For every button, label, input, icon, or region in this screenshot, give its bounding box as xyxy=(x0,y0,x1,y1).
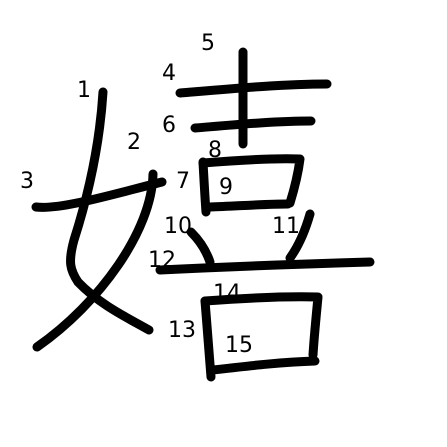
stroke-number-8: 8 xyxy=(208,138,222,163)
stroke-10 xyxy=(186,227,215,267)
stroke-14 xyxy=(200,292,323,360)
stroke-number-12: 12 xyxy=(148,248,176,273)
stroke-4 xyxy=(175,79,332,98)
stroke-number-15: 15 xyxy=(225,333,253,358)
stroke-1 xyxy=(66,87,154,335)
stroke-12 xyxy=(155,257,375,275)
stroke-number-10: 10 xyxy=(164,214,192,239)
stroke-number-3: 3 xyxy=(20,169,34,194)
stroke-number-6: 6 xyxy=(162,113,176,138)
stroke-number-2: 2 xyxy=(127,130,141,155)
stroke-8 xyxy=(198,154,305,208)
stroke-number-1: 1 xyxy=(77,78,91,103)
stroke-number-9: 9 xyxy=(219,175,233,200)
stroke-11 xyxy=(285,209,315,263)
stroke-number-13: 13 xyxy=(168,318,196,343)
stroke-number-14: 14 xyxy=(213,281,241,306)
stroke-numbers: 1 2 3 4 5 6 7 8 9 10 11 12 13 14 15 xyxy=(20,31,300,358)
stroke-number-5: 5 xyxy=(201,31,215,56)
kanji-strokes xyxy=(31,47,375,382)
stroke-13 xyxy=(200,296,216,382)
stroke-7 xyxy=(198,157,211,217)
stroke-9 xyxy=(205,199,293,212)
stroke-number-4: 4 xyxy=(162,61,176,86)
stroke-number-7: 7 xyxy=(176,169,190,194)
stroke-6 xyxy=(190,116,316,133)
stroke-number-11: 11 xyxy=(272,214,300,239)
stroke-2 xyxy=(32,169,158,352)
stroke-15 xyxy=(208,356,320,375)
stroke-3 xyxy=(31,177,167,212)
